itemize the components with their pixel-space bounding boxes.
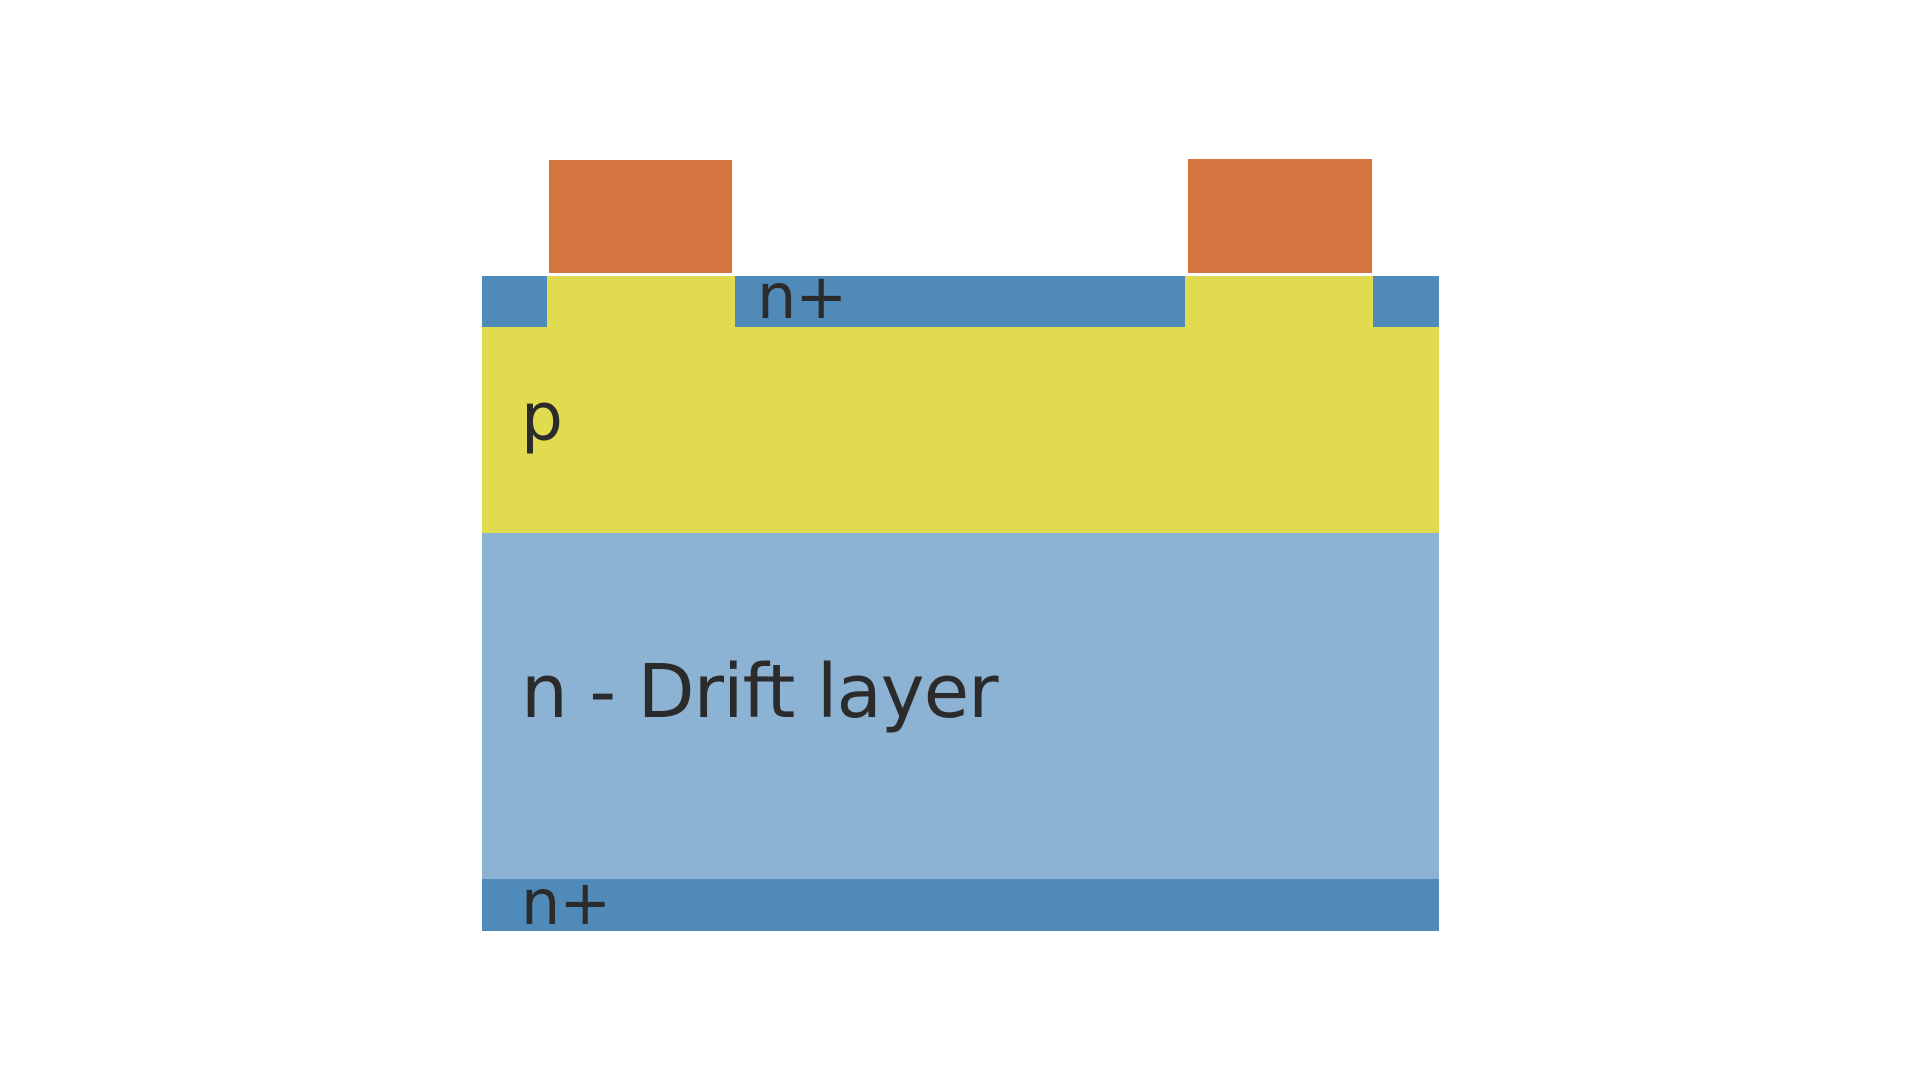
left-electrode [549,160,732,273]
top-n-plus-center [735,276,1185,327]
top-n-plus-right [1373,276,1439,327]
bottom-n-plus-label: n+ [521,866,611,939]
right-electrode [1188,159,1372,273]
drift-layer-label: n - Drift layer [521,649,999,735]
top-n-plus-label: n+ [757,260,847,333]
bottom-n-plus-layer [482,879,1439,931]
drift-layer [482,533,1439,879]
p-region-label: p [521,379,563,456]
top-n-plus-left [482,276,547,327]
